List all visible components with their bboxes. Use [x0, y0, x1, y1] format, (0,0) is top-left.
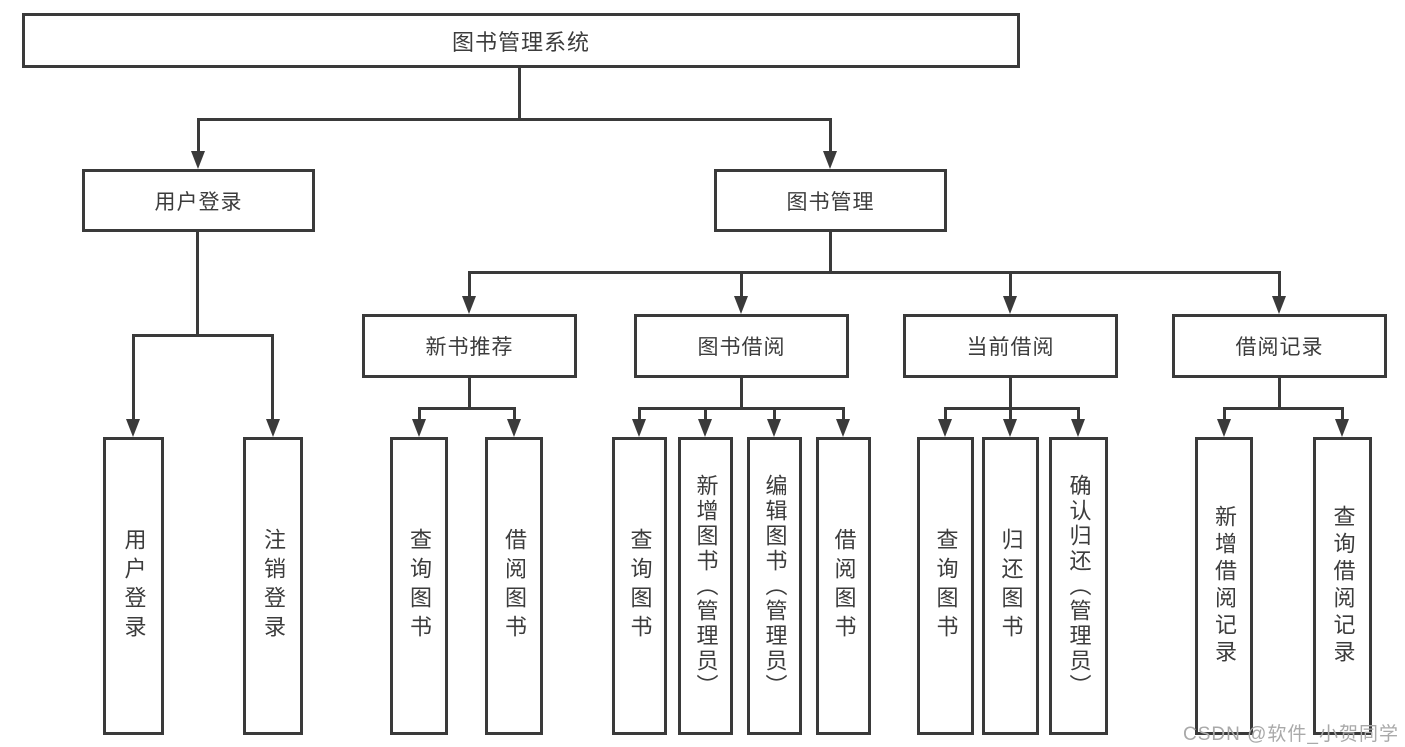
arrow-down-icon: [1003, 296, 1017, 314]
connector-shaft-leaf: [513, 407, 516, 422]
leaf-edit-books-admin: 编辑图书（管理员）: [747, 437, 802, 735]
connector-root-bar: [197, 118, 832, 121]
arrow-down-icon: [767, 419, 781, 437]
connector-book-management-bar: [468, 271, 1280, 274]
leaf-query-borrow-record: 查询借阅记录: [1313, 437, 1372, 735]
node-root: 图书管理系统: [22, 13, 1020, 68]
connector-shaft-book-management: [829, 118, 832, 154]
connector-borrow-record-bar: [1223, 407, 1343, 410]
connector-current-borrow-bar: [944, 407, 1080, 410]
arrow-down-icon: [191, 151, 205, 169]
arrow-down-icon: [734, 296, 748, 314]
arrow-down-icon: [698, 419, 712, 437]
connector-user-login-drop: [196, 231, 199, 337]
connector-shaft-leaf: [418, 407, 421, 422]
arrow-down-icon: [1217, 419, 1231, 437]
connector-new-book-drop: [468, 377, 471, 410]
connector-shaft-l3: [468, 271, 471, 299]
connector-shaft-leaf: [638, 407, 641, 422]
arrow-down-icon: [266, 419, 280, 437]
arrow-down-icon: [836, 419, 850, 437]
connector-shaft-leaf: [1341, 407, 1344, 422]
leaf-borrow-books-recommend: 借阅图书: [485, 437, 543, 735]
connector-shaft-leaf: [1223, 407, 1226, 422]
connector-book-borrow-drop: [740, 377, 743, 410]
connector-user-login-bar: [132, 334, 274, 337]
arrow-down-icon: [632, 419, 646, 437]
node-new-book-recommend: 新书推荐: [362, 314, 577, 378]
csdn-watermark: CSDN @软件_小贺同学: [1183, 724, 1399, 745]
connector-shaft-l3: [1009, 271, 1012, 299]
connector-shaft-leaf: [944, 407, 947, 422]
leaf-user-login: 用户登录: [103, 437, 164, 735]
arrow-down-icon: [462, 296, 476, 314]
leaf-query-books-borrow: 查询图书: [612, 437, 667, 735]
leaf-add-borrow-record: 新增借阅记录: [1195, 437, 1253, 735]
connector-shaft-leaf: [773, 407, 776, 422]
leaf-query-books-recommend: 查询图书: [390, 437, 448, 735]
node-book-borrow: 图书借阅: [634, 314, 849, 378]
node-borrow-record: 借阅记录: [1172, 314, 1387, 378]
arrow-down-icon: [938, 419, 952, 437]
leaf-return-books: 归还图书: [982, 437, 1039, 735]
arrow-down-icon: [1003, 419, 1017, 437]
connector-shaft-l3: [1278, 271, 1281, 299]
arrow-down-icon: [1272, 296, 1286, 314]
leaf-confirm-return-admin: 确认归还（管理员）: [1049, 437, 1108, 735]
leaf-add-books-admin: 新增图书（管理员）: [678, 437, 733, 735]
leaf-logout: 注销登录: [243, 437, 303, 735]
connector-shaft-leaf: [271, 334, 274, 420]
connector-new-book-bar: [418, 407, 515, 410]
arrow-down-icon: [1335, 419, 1349, 437]
connector-current-borrow-drop: [1009, 377, 1012, 410]
leaf-query-books-current: 查询图书: [917, 437, 974, 735]
leaf-borrow-books: 借阅图书: [816, 437, 871, 735]
arrow-down-icon: [823, 151, 837, 169]
node-book-management: 图书管理: [714, 169, 947, 232]
connector-book-management-drop: [829, 231, 832, 274]
connector-shaft-leaf: [1077, 407, 1080, 422]
connector-shaft-leaf: [842, 407, 845, 422]
connector-shaft-leaf: [704, 407, 707, 422]
arrow-down-icon: [412, 419, 426, 437]
arrow-down-icon: [1071, 419, 1085, 437]
connector-shaft-leaf: [132, 334, 135, 420]
arrow-down-icon: [507, 419, 521, 437]
connector-root-drop: [518, 66, 521, 120]
node-current-borrow: 当前借阅: [903, 314, 1118, 378]
connector-shaft-l3: [740, 271, 743, 299]
connector-borrow-record-drop: [1278, 377, 1281, 410]
connector-book-borrow-bar: [638, 407, 844, 410]
node-user-login: 用户登录: [82, 169, 315, 232]
arrow-down-icon: [126, 419, 140, 437]
connector-shaft-user-login: [197, 118, 200, 154]
connector-shaft-leaf: [1009, 407, 1012, 422]
